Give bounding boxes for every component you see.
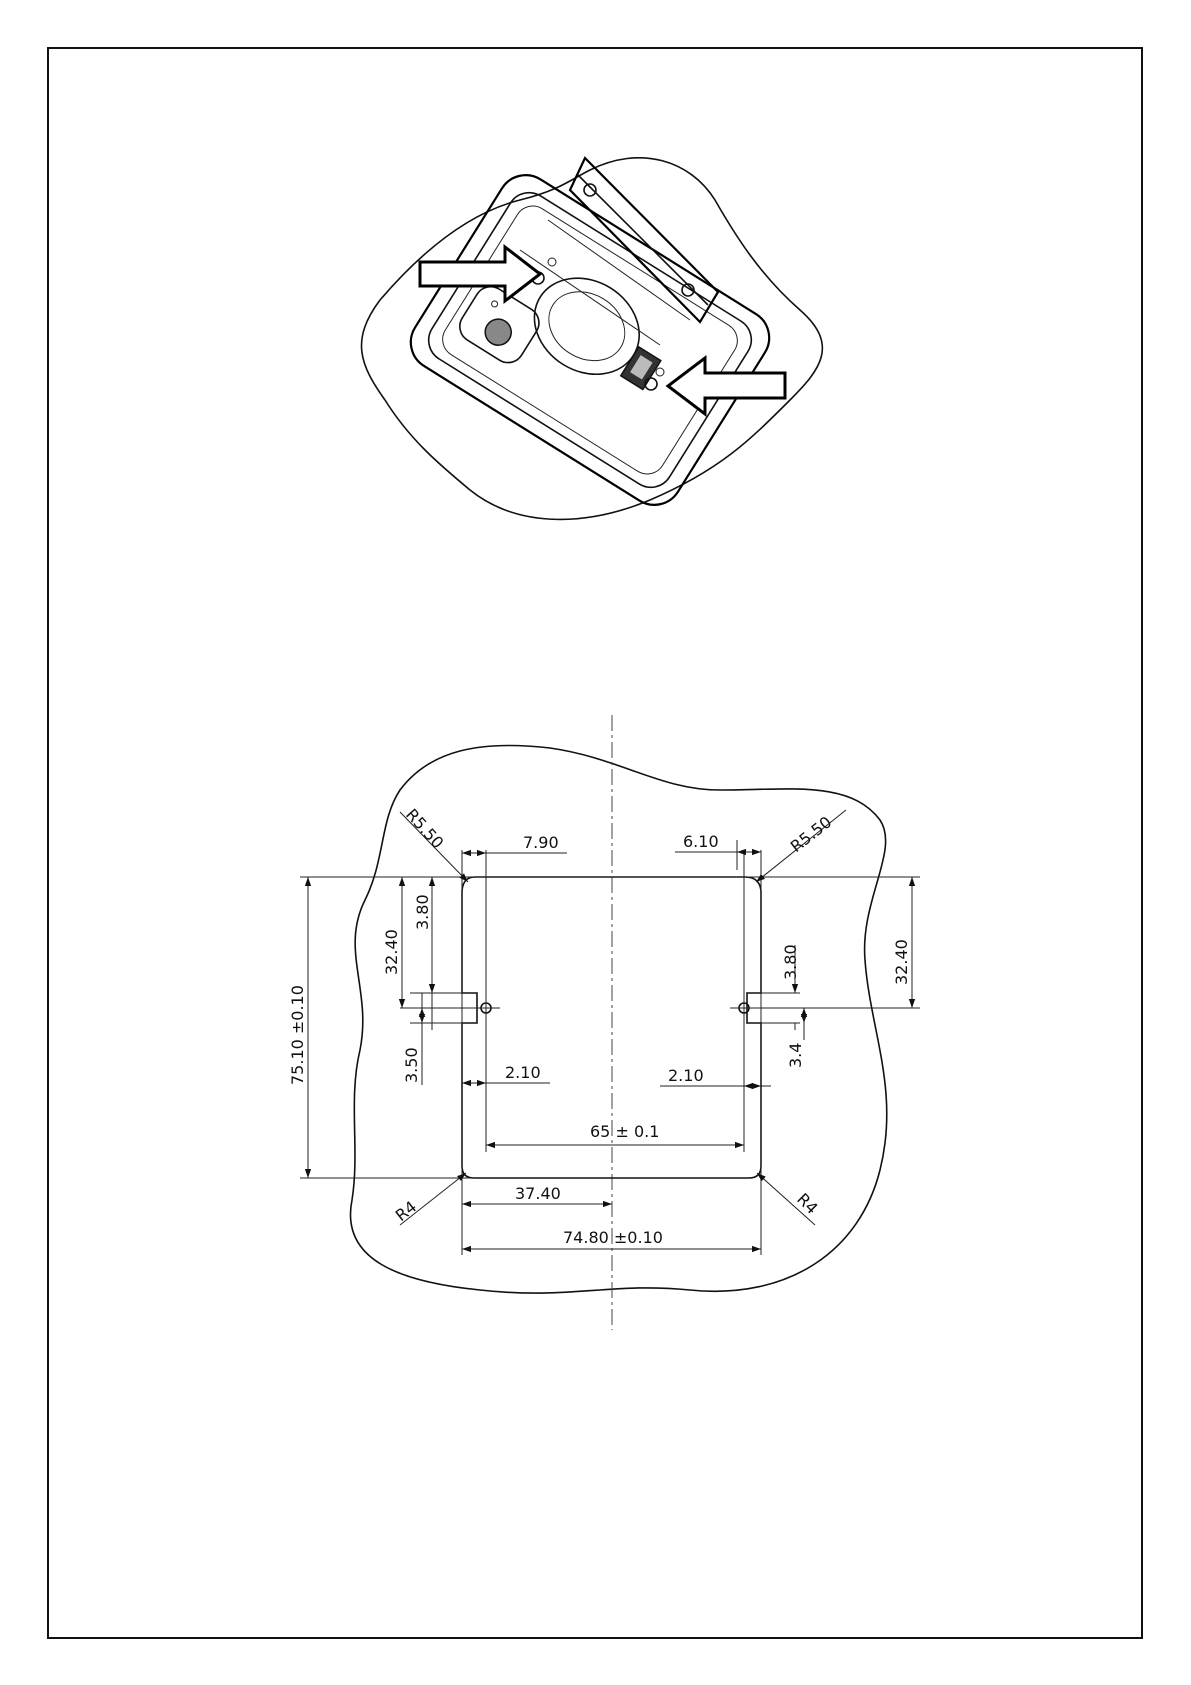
arrow-left-screw xyxy=(420,247,540,301)
dim-right-tab-height: 3.4 xyxy=(786,1043,805,1068)
device-bezel-inner-2 xyxy=(436,199,744,481)
device-bezel-outer xyxy=(400,165,779,516)
dim-right-tab-top: 3.80 xyxy=(781,944,800,980)
sheet-border xyxy=(48,48,1142,1638)
dim-right-height: 32.40 xyxy=(892,939,911,985)
dim-right-hole-offset: 2.10 xyxy=(668,1066,704,1085)
device-bezel-inner xyxy=(420,184,759,495)
arrow-right-screw xyxy=(668,358,785,414)
dim-left-tab-height: 3.50 xyxy=(402,1047,421,1083)
feed-button xyxy=(480,314,516,350)
installation-view xyxy=(361,158,822,520)
dim-radius-bottom-right: R4 xyxy=(793,1189,821,1217)
dim-radius-top-left: R5.50 xyxy=(402,805,447,852)
dim-overall-width: 74.80 ±0.10 xyxy=(563,1228,663,1247)
cutout-drawing: 7.90 6.10 R5.50 R5.50 32.40 3.80 3.50 3.… xyxy=(288,715,920,1330)
dim-top-left-width: 7.90 xyxy=(523,833,559,852)
dim-radius-top-right: R5.50 xyxy=(787,812,836,856)
dim-left-hole-offset: 2.10 xyxy=(505,1063,541,1082)
dim-hole-spacing: 65 ± 0.1 xyxy=(590,1122,659,1141)
dim-top-right-width: 6.10 xyxy=(683,832,719,851)
dim-radius-bottom-left: R4 xyxy=(392,1197,420,1225)
dim-half-width: 37.40 xyxy=(515,1184,561,1203)
dim-overall-height: 75.10 ±0.10 xyxy=(288,985,307,1085)
dim-left-height: 32.40 xyxy=(382,929,401,975)
dim-left-tab-top: 3.80 xyxy=(413,894,432,930)
